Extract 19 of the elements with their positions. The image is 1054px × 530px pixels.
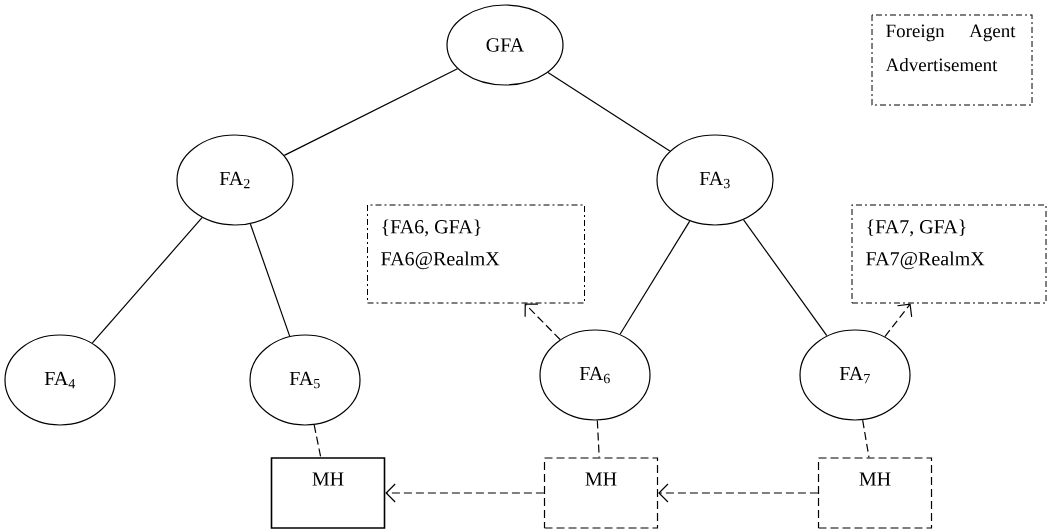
connector-line bbox=[547, 72, 671, 152]
connector-line bbox=[283, 68, 459, 156]
arrow bbox=[658, 483, 819, 503]
connector-line bbox=[313, 424, 322, 458]
host-box: MH bbox=[270, 457, 386, 529]
connector-line bbox=[91, 217, 203, 344]
connector-line bbox=[596, 419, 600, 458]
advertisement-box: {FA6, GFA} FA6@RealmX bbox=[367, 204, 585, 304]
host-box: MH bbox=[543, 457, 659, 529]
connector-line bbox=[249, 223, 291, 337]
arrow bbox=[385, 483, 545, 503]
connector-line bbox=[619, 220, 691, 335]
host-box: MH bbox=[817, 457, 933, 529]
legend-box: Foreign Agent Advertisement bbox=[871, 14, 1033, 106]
connector-line bbox=[862, 419, 870, 458]
advertisement-box: {FA7, GFA} FA7@RealmX bbox=[851, 204, 1047, 304]
connector-line bbox=[743, 219, 828, 337]
arrow bbox=[524, 303, 561, 341]
arrow bbox=[884, 303, 913, 338]
